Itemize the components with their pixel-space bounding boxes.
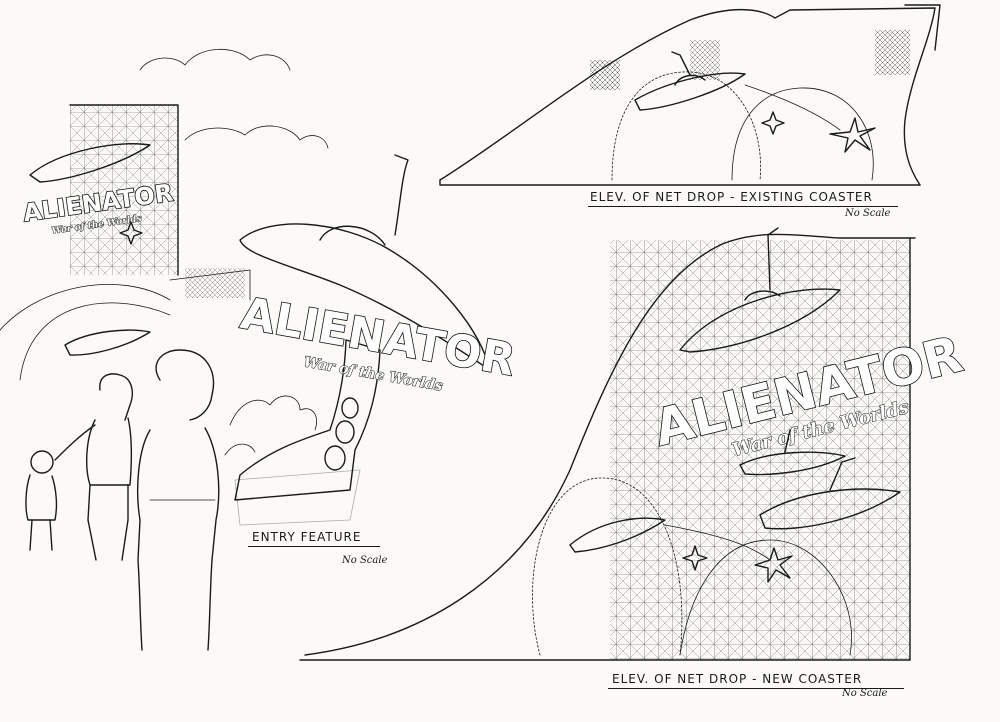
entry-feature-scene: ALIENATOR War of the Worlds <box>0 48 520 651</box>
sparkle-icon <box>682 545 708 571</box>
saucer-icon <box>239 154 491 371</box>
caption-existing-underline <box>588 206 898 207</box>
new-coaster-elevation: ALIENATOR War of the Worlds <box>299 227 969 661</box>
saucer-icon <box>679 227 841 353</box>
starburst-icon <box>829 117 876 153</box>
caption-entry-underline <box>248 546 380 547</box>
caption-new-underline <box>608 688 904 689</box>
saucer-icon <box>569 517 666 553</box>
existing-coaster-elevation <box>439 4 941 186</box>
caption-existing-coaster: ELEV. OF NET DROP - EXISTING COASTER <box>590 190 873 204</box>
saucer-icon <box>634 51 746 111</box>
saucer-icon <box>739 429 846 476</box>
sparkle-icon <box>761 111 785 135</box>
caption-entry-feature: ENTRY FEATURE <box>252 530 362 544</box>
starburst-icon <box>754 547 793 583</box>
sparkle-icon <box>119 221 143 245</box>
entry-sign: ALIENATOR War of the Worlds <box>234 154 520 526</box>
caption-new-coaster: ELEV. OF NET DROP - NEW COASTER <box>612 672 863 686</box>
saucer-icon <box>29 143 151 183</box>
visitors <box>25 349 220 651</box>
caption-new-scale: No Scale <box>842 688 888 699</box>
saucer-icon <box>759 457 901 530</box>
caption-entry-scale: No Scale <box>342 555 388 566</box>
caption-existing-scale: No Scale <box>845 208 891 219</box>
